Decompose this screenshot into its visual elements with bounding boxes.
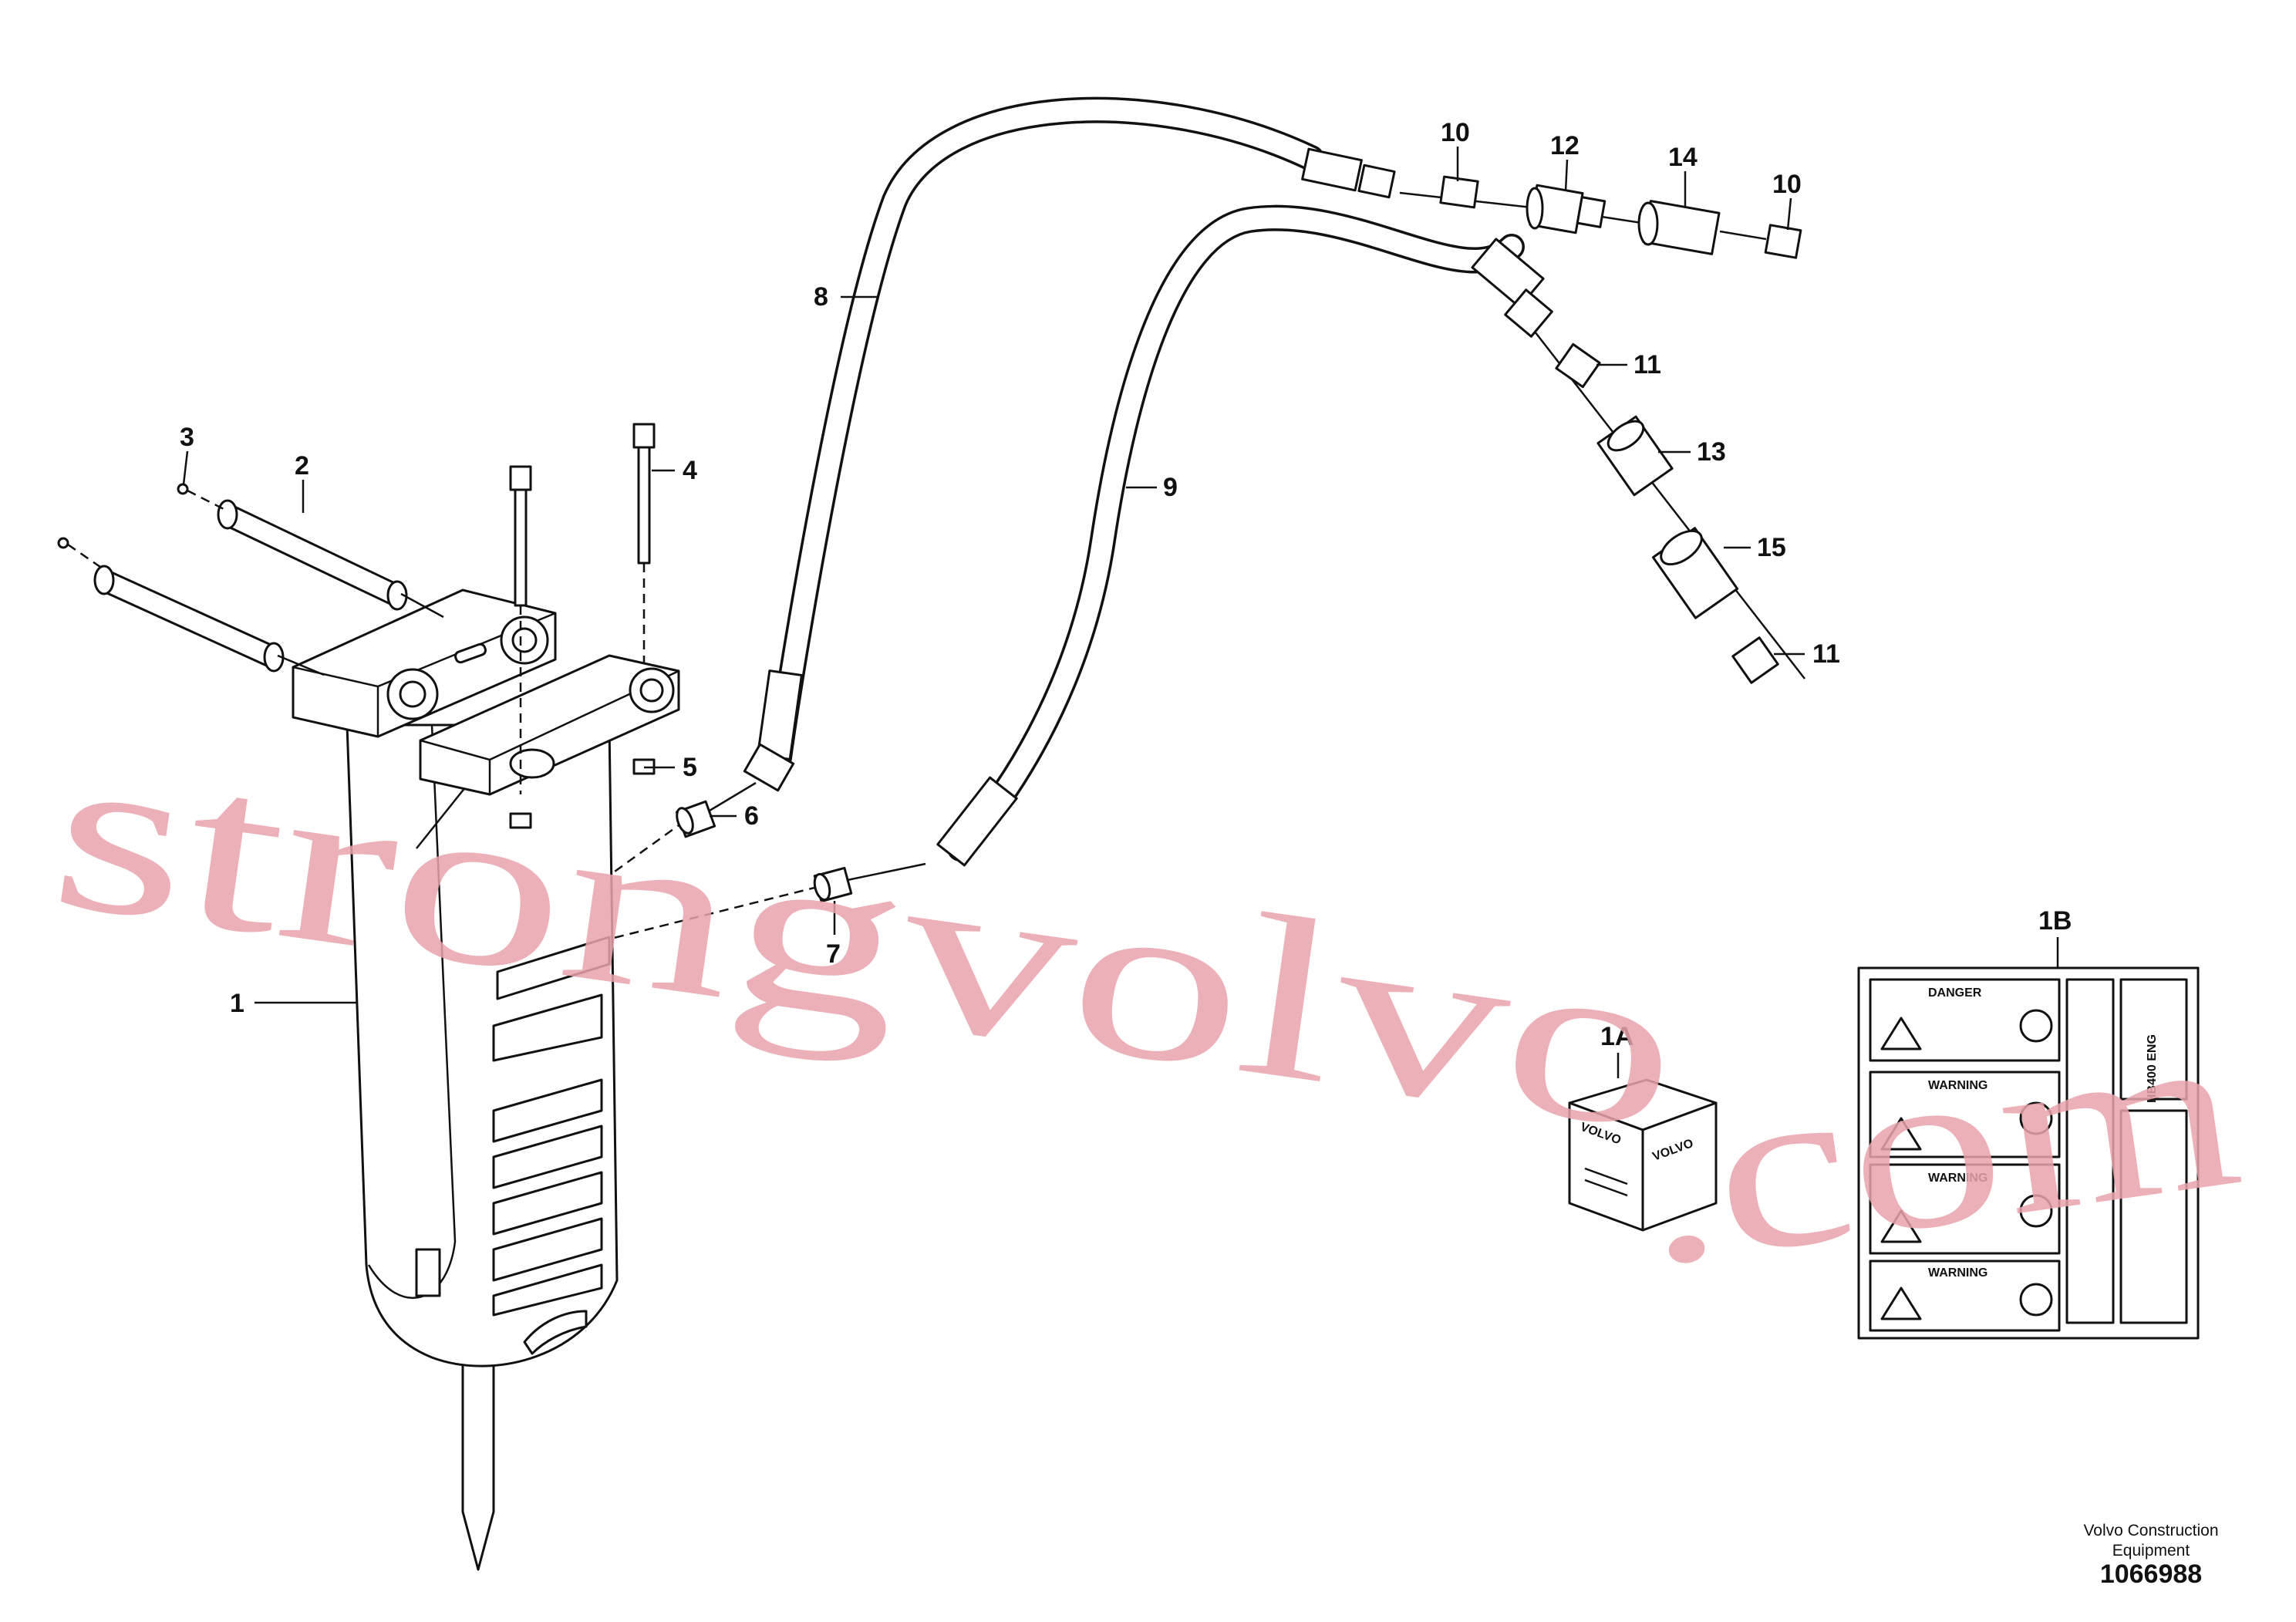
callout-10-right: 10 (1772, 170, 1802, 199)
callout-8: 8 (814, 282, 828, 312)
leader-lines (182, 147, 2059, 1078)
hose-9 (936, 204, 1553, 867)
callout-4: 4 (683, 456, 697, 485)
credit-line-1: Volvo Construction (2083, 1522, 2219, 1539)
document-number: 1066988 (2099, 1560, 2203, 1589)
lock-pin-3 (57, 483, 224, 568)
hose-8 (743, 96, 1396, 792)
callout-11-upper: 11 (1633, 350, 1661, 379)
callout-6: 6 (744, 801, 759, 831)
callout-13: 13 (1697, 437, 1726, 467)
connector-line-11-15 (1534, 331, 1805, 679)
adapter-6 (675, 800, 716, 838)
callout-11-lower: 11 (1812, 639, 1840, 669)
nipple-10-upper (1439, 175, 1479, 209)
callout-5: 5 (683, 753, 697, 782)
callout-1a: 1A (1600, 1022, 1633, 1051)
nipple-11-lower (1731, 636, 1779, 684)
coupling-12 (1526, 184, 1607, 234)
bolt-4 (509, 423, 656, 829)
decal-warning-2: WARNING (1928, 1172, 1988, 1185)
callout-3: 3 (180, 423, 194, 452)
callout-2: 2 (295, 451, 309, 481)
callout-9: 9 (1163, 473, 1178, 502)
callout-labels: 1 1A 1B 2 3 4 5 6 7 8 9 10 10 11 11 12 1… (180, 118, 2072, 1051)
coupling-13 (1596, 415, 1674, 497)
callout-15: 15 (1757, 533, 1786, 562)
pin-2 (93, 499, 444, 676)
publisher-credit: Volvo Construction Equipment (2066, 1521, 2236, 1561)
watermark-text: strongvolvo (39, 699, 1694, 1180)
hydraulic-breaker-body (346, 723, 619, 1571)
callout-7: 7 (826, 939, 841, 969)
callout-1: 1 (230, 989, 244, 1018)
connector-line-14-10 (1719, 230, 1767, 241)
nipple-11-upper (1555, 342, 1601, 389)
decal-warning-1: WARNING (1928, 1079, 1988, 1092)
decal-sheet-1b: DANGER WARNING WARNING WARNING HB400 ENG (1857, 966, 2200, 1340)
callout-12: 12 (1550, 131, 1580, 160)
mounting-bracket (292, 588, 680, 796)
coupling-15 (1651, 527, 1739, 619)
callout-10-upper: 10 (1441, 118, 1470, 147)
decal-model: HB400 ENG (2146, 1034, 2159, 1103)
box-1a: VOLVO VOLVO (1568, 1078, 1718, 1232)
decal-danger-1: DANGER (1928, 986, 1982, 1000)
decal-warning-3: WARNING (1928, 1266, 1988, 1280)
nipple-10-right (1764, 224, 1802, 259)
callout-1b: 1B (2038, 906, 2072, 936)
adapter-7 (813, 866, 853, 903)
callout-14: 14 (1668, 143, 1698, 172)
coupling-14 (1637, 200, 1721, 255)
credit-line-2: Equipment (2112, 1542, 2190, 1560)
